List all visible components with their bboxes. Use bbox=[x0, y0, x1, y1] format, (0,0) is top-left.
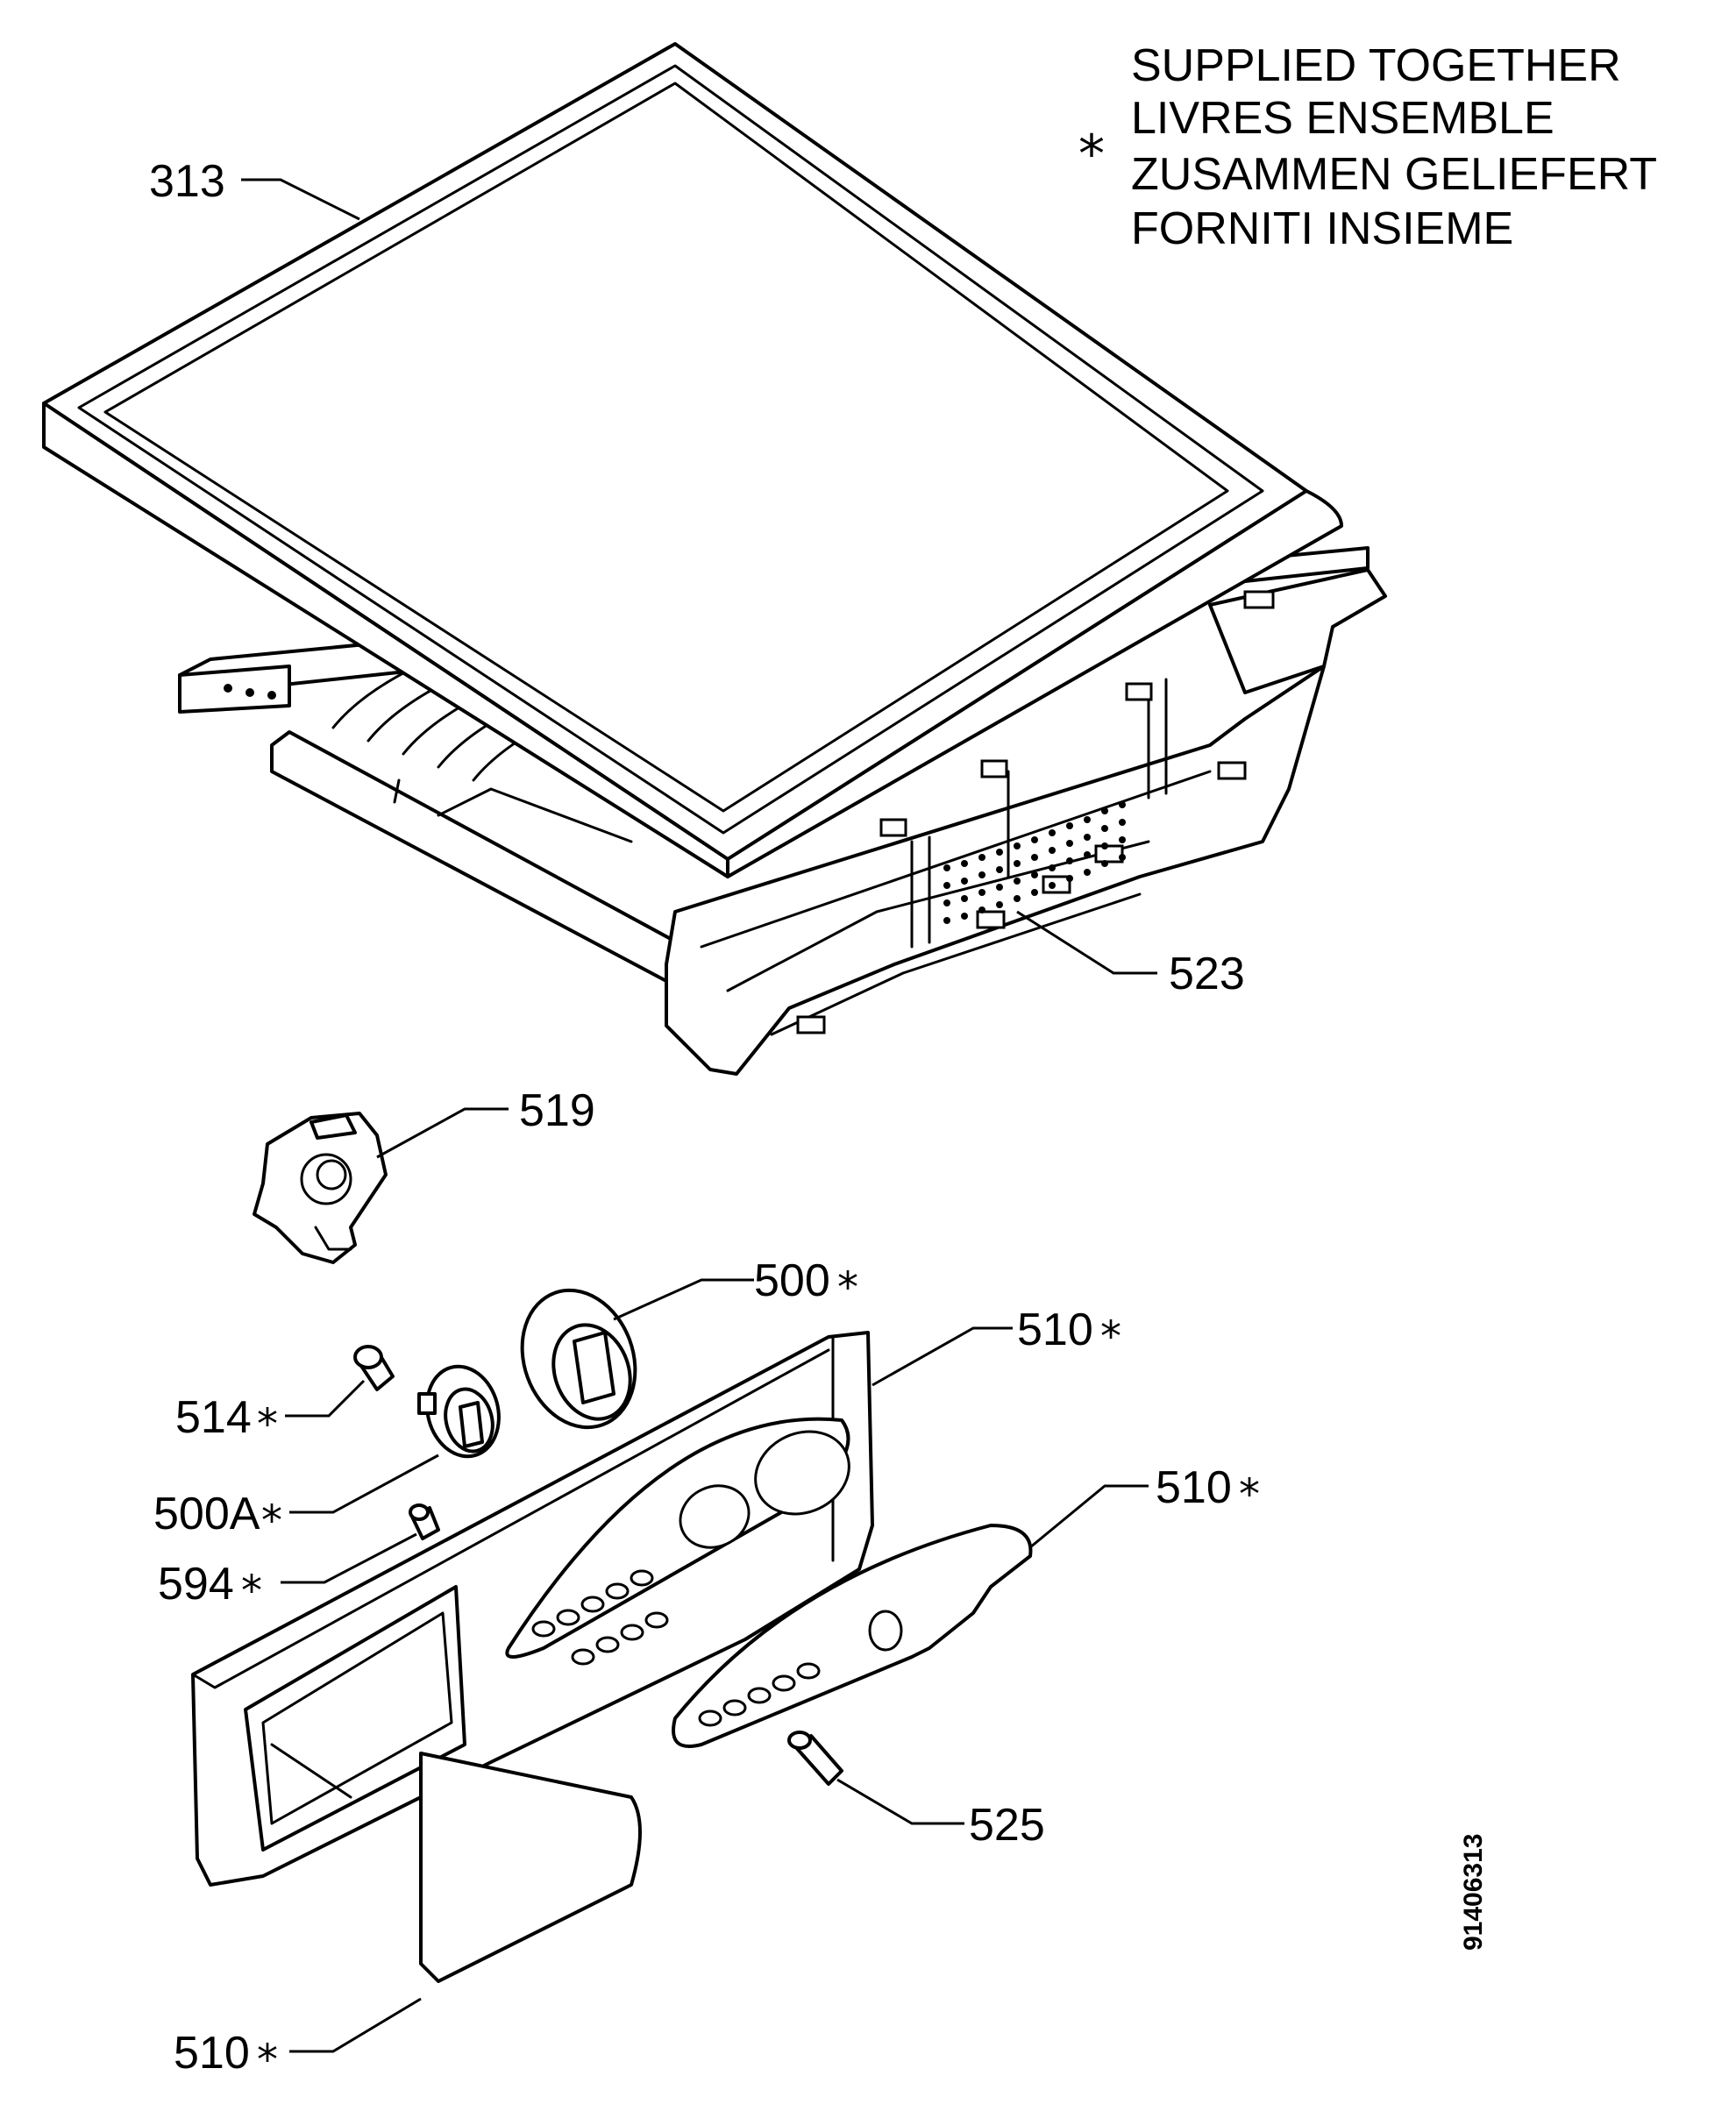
part-594-pin bbox=[409, 1503, 440, 1540]
callout-525: 525 bbox=[969, 1800, 1045, 1851]
callout-510-flap: 510 bbox=[174, 2028, 250, 2079]
callout-519: 519 bbox=[519, 1085, 595, 1136]
drawing-code: 91406313 bbox=[1459, 1834, 1488, 1951]
legend-line-2: LIVRES ENSEMBLE bbox=[1131, 93, 1555, 144]
leader-lines bbox=[241, 178, 1157, 2053]
part-514-spacer bbox=[353, 1345, 395, 1391]
callout-594-asterisk: * bbox=[241, 1567, 262, 1616]
legend-line-1: SUPPLIED TOGETHER bbox=[1131, 40, 1621, 91]
part-510-control-panel bbox=[191, 1331, 874, 1887]
legend-line-3: ZUSAMMEN GELIEFERT bbox=[1131, 149, 1657, 200]
legend-line-4: FORNITI INSIEME bbox=[1131, 203, 1513, 254]
legend: * SUPPLIED TOGETHER LIVRES ENSEMBLE ZUSA… bbox=[1078, 40, 1657, 254]
callout-510-panel-asterisk: * bbox=[1100, 1312, 1121, 1361]
part-519-bracket bbox=[253, 1112, 388, 1264]
callout-514: 514 bbox=[175, 1392, 252, 1443]
callout-500a-asterisk: * bbox=[261, 1496, 282, 1546]
part-313-lid bbox=[42, 42, 1343, 878]
part-525-light-pipe bbox=[787, 1731, 843, 1786]
callout-313: 313 bbox=[149, 156, 225, 207]
callout-500a: 500A bbox=[153, 1489, 260, 1539]
callout-labels: 313 523 519 500 * 510 * 514 * 500A * 510… bbox=[149, 156, 1260, 2085]
part-510-decal bbox=[672, 1524, 1033, 1748]
callout-510-decal-asterisk: * bbox=[1239, 1470, 1260, 1519]
callout-514-asterisk: * bbox=[257, 1400, 278, 1449]
callout-500: 500 bbox=[754, 1255, 830, 1306]
callout-510-panel: 510 bbox=[1017, 1304, 1093, 1355]
legend-asterisk: * bbox=[1078, 124, 1105, 185]
callout-510-flap-asterisk: * bbox=[257, 2036, 278, 2085]
callout-594: 594 bbox=[158, 1559, 234, 1610]
part-510-flap bbox=[419, 1752, 642, 1983]
part-500a-knob bbox=[417, 1364, 501, 1459]
vent-holes bbox=[943, 801, 1126, 924]
callout-523: 523 bbox=[1169, 949, 1245, 999]
callout-510-decal: 510 bbox=[1156, 1462, 1232, 1513]
part-500-knob bbox=[520, 1288, 637, 1430]
callout-500-asterisk: * bbox=[837, 1263, 858, 1312]
